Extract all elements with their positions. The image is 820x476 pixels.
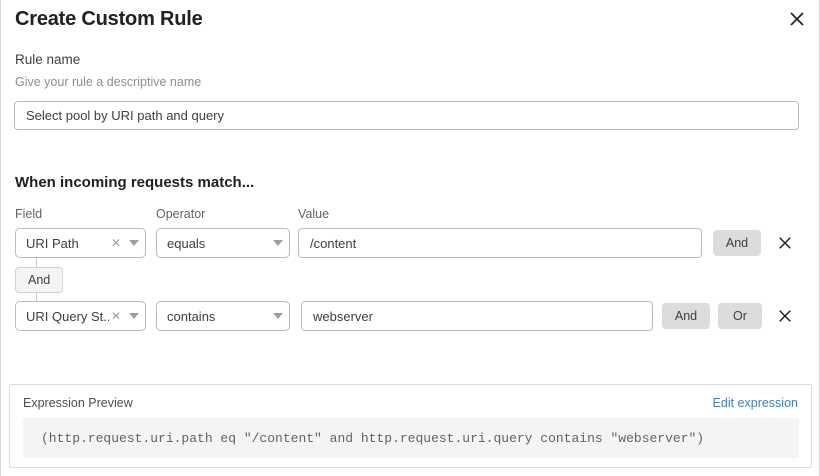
clear-icon[interactable]: ✕ [110, 309, 122, 323]
or-button-row-2[interactable]: Or [718, 303, 762, 329]
field-select-value-row-1: URI Path [26, 235, 79, 251]
rule-name-help: Give your rule a descriptive name [15, 75, 202, 89]
chevron-down-icon[interactable] [123, 313, 145, 319]
connector-line-top [36, 258, 37, 267]
close-icon[interactable] [784, 6, 810, 32]
column-header-field: Field [15, 207, 43, 221]
operator-select-value-row-2: contains [167, 308, 216, 324]
operator-select-value-row-1: equals [167, 235, 206, 251]
value-input-row-2[interactable] [301, 301, 653, 331]
connector-and-badge[interactable]: And [15, 267, 64, 293]
conditions-heading: When incoming requests match... [15, 174, 255, 191]
edit-expression-link[interactable]: Edit expression [712, 396, 798, 410]
dialog-title: Create Custom Rule [15, 8, 203, 30]
connector-line-bottom [36, 293, 37, 302]
value-input-row-1[interactable] [298, 228, 702, 258]
and-button-row-2[interactable]: And [662, 303, 710, 329]
expression-preview-text: (http.request.uri.path eq "/content" and… [41, 430, 705, 446]
operator-select-row-2[interactable]: contains [156, 301, 290, 331]
expression-preview-label: Expression Preview [23, 396, 133, 410]
chevron-down-icon[interactable] [267, 313, 289, 319]
rule-name-label: Rule name [15, 52, 81, 67]
field-select-row-2[interactable]: URI Query St... ✕ [15, 301, 146, 331]
field-select-value-row-2: URI Query St... [26, 308, 109, 324]
expression-preview-box: (http.request.uri.path eq "/content" and… [23, 418, 799, 458]
delete-condition-row-2[interactable] [775, 306, 795, 326]
and-button-row-1[interactable]: And [713, 230, 761, 256]
field-select-row-1[interactable]: URI Path ✕ [15, 228, 146, 258]
chevron-down-icon[interactable] [123, 240, 145, 246]
expression-preview-card: Expression Preview Edit expression (http… [9, 384, 812, 468]
operator-select-row-1[interactable]: equals [156, 228, 290, 258]
column-header-value: Value [298, 207, 330, 221]
clear-icon[interactable]: ✕ [110, 236, 122, 250]
column-header-operator: Operator [156, 207, 206, 221]
delete-condition-row-1[interactable] [775, 233, 795, 253]
rule-name-input[interactable] [14, 101, 799, 130]
chevron-down-icon[interactable] [267, 240, 289, 246]
